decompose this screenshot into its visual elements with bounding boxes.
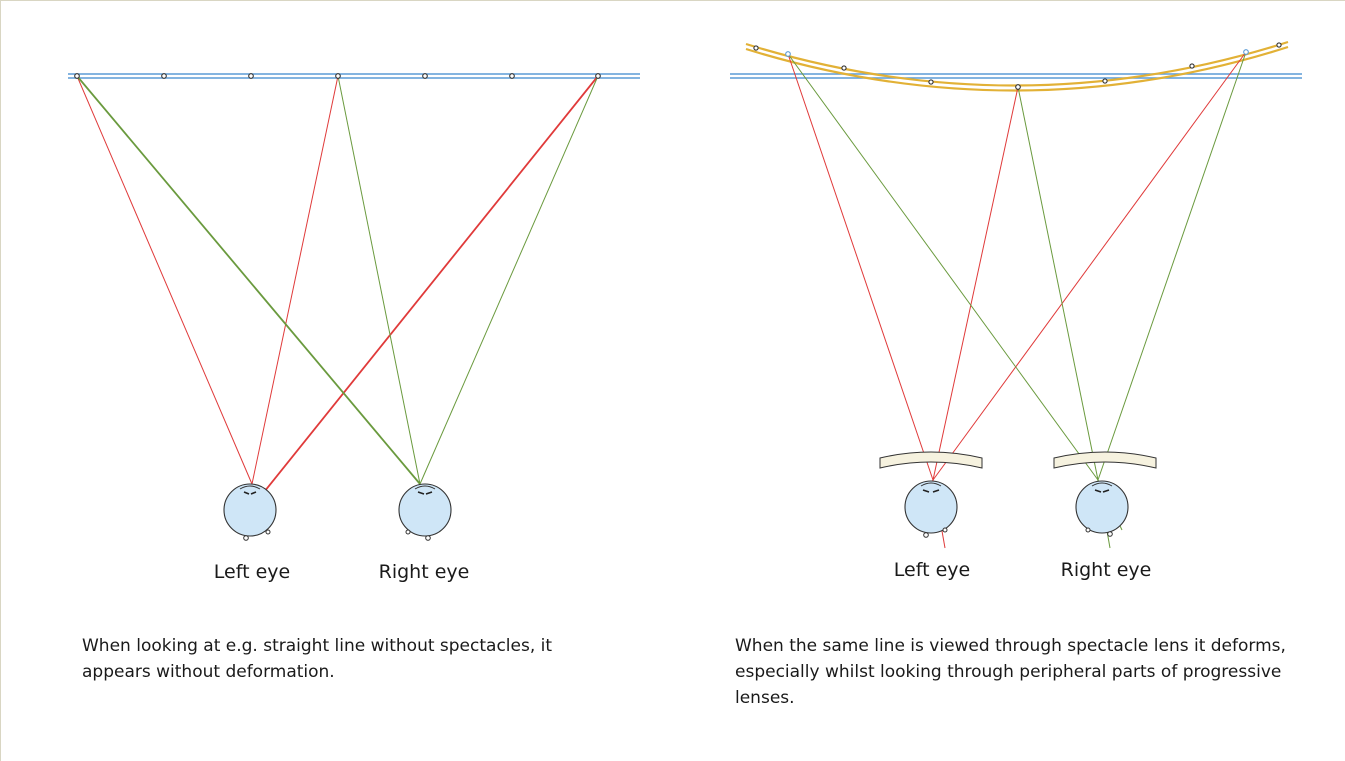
left-eye-icon bbox=[904, 480, 958, 538]
straight-reference-line bbox=[68, 73, 640, 79]
caption-without-spectacles: When looking at e.g. straight line witho… bbox=[82, 636, 553, 682]
right-eye-rays bbox=[76, 75, 599, 539]
right-eye-label: Right eye bbox=[1061, 559, 1152, 581]
straight-reference-line bbox=[730, 73, 1302, 79]
distorted-line bbox=[745, 40, 1289, 92]
line-points bbox=[753, 42, 1282, 90]
panel-without-spectacles: Left eye Right eye bbox=[68, 73, 640, 583]
right-eye-label: Right eye bbox=[379, 561, 470, 583]
right-eye-icon bbox=[1075, 480, 1129, 537]
left-eye-rays bbox=[76, 75, 599, 539]
left-eye-label: Left eye bbox=[214, 561, 290, 583]
right-spectacle-lens bbox=[1053, 451, 1157, 469]
right-eye-rays bbox=[787, 51, 1247, 549]
left-eye-rays bbox=[787, 51, 1247, 549]
caption-with-spectacles: When the same line is viewed through spe… bbox=[735, 636, 1286, 708]
line-points bbox=[74, 73, 601, 79]
left-eye-icon bbox=[223, 483, 277, 541]
left-spectacle-lens bbox=[879, 451, 983, 469]
left-eye-label: Left eye bbox=[894, 559, 970, 581]
right-eye-icon bbox=[398, 483, 452, 541]
panel-with-spectacles: Left eye Right eye bbox=[730, 40, 1302, 581]
